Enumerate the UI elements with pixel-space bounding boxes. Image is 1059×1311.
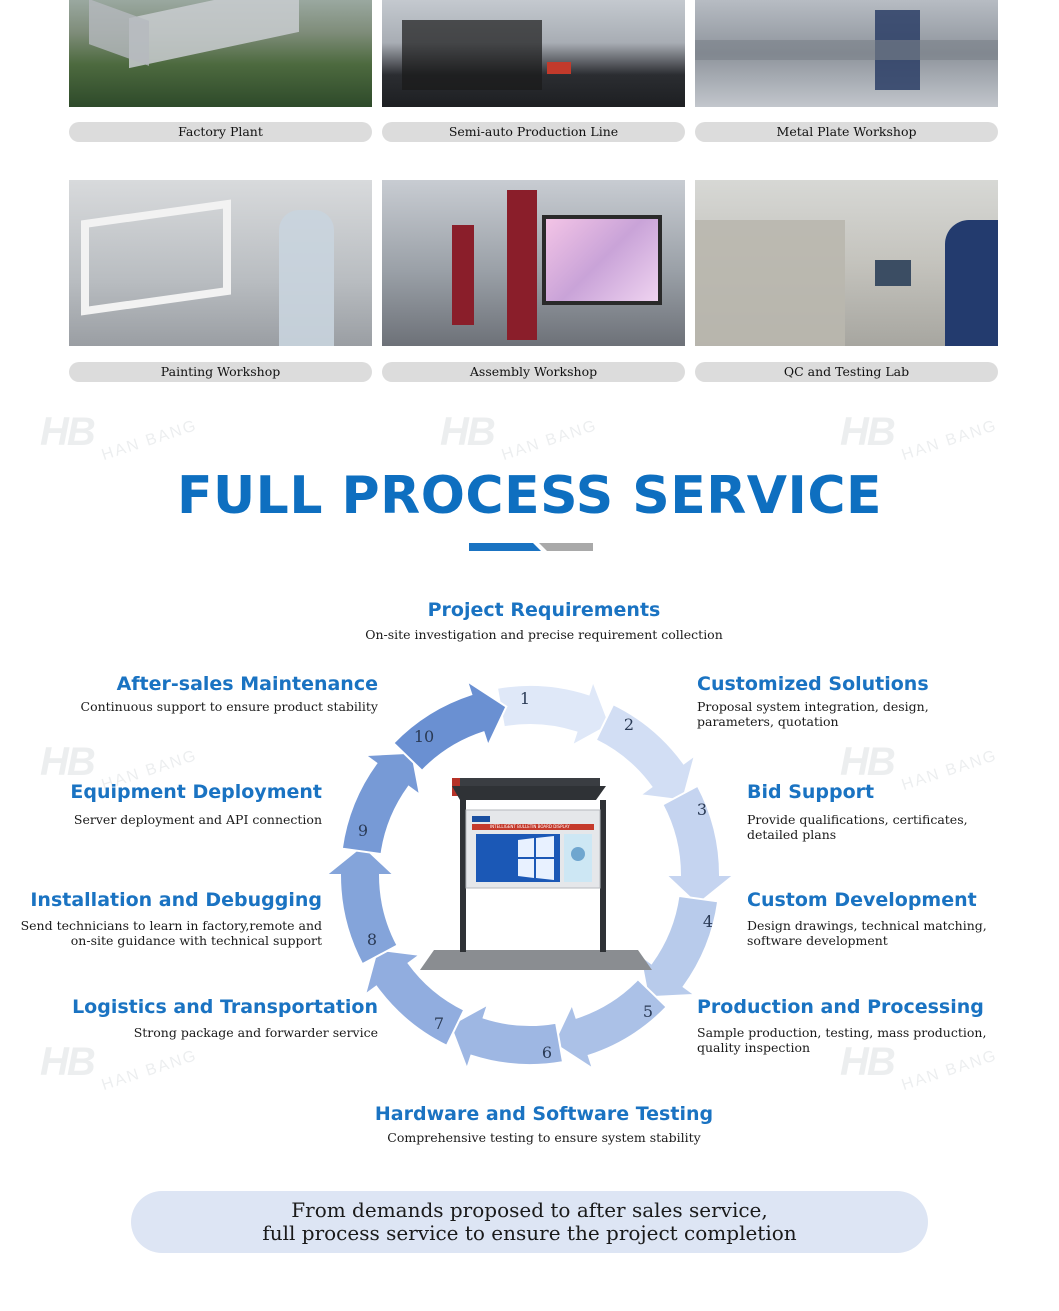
cycle-arrow-step-7 [363,948,466,1048]
caption-metal-workshop: Metal Plate Workshop [695,122,998,142]
cycle-arrows [323,677,737,1073]
step-desc-logistics-transportation: Strong package and forwarder service [133,1025,378,1040]
cycle-arrow-step-1 [495,677,612,748]
step-desc-production-processing: Sample production, testing, mass product… [697,1025,987,1055]
section-title: FULL PROCESS SERVICE [176,466,883,526]
step-title-project-requirements: Project Requirements [427,599,661,621]
cycle-arrow-step-5 [552,977,669,1072]
cycle-arrow-step-3 [661,784,737,906]
cycle-arrow-step-8 [323,844,399,966]
step-title-custom-development: Custom Development [747,889,977,911]
footer-summary: From demands proposed to after sales ser… [131,1191,928,1253]
step-number-10: 10 [413,727,435,746]
cycle-arrow-step-9 [340,751,422,856]
process-cycle-diagram [323,677,737,1073]
cycle-arrow-step-2 [594,702,697,802]
testing-lab-photo [695,180,998,346]
caption-testing-lab: QC and Testing Lab [695,362,998,382]
step-title-logistics-transportation: Logistics and Transportation [72,996,378,1018]
step-title-after-sales-maintenance: After-sales Maintenance [116,673,378,695]
kiosk-screen-banner: INTELLIGENT BULLETIN BOARD DISPLAY [490,824,570,829]
footer-line-1: From demands proposed to after sales ser… [291,1198,768,1222]
step-title-bid-support: Bid Support [747,781,875,803]
metal-workshop-photo [695,0,998,107]
step-number-8: 8 [366,930,378,949]
step-desc-installation-debugging: Send technicians to learn in factory,rem… [20,918,322,948]
step-desc-bid-support: Provide qualifications, certificates, de… [747,812,968,842]
step-title-installation-debugging: Installation and Debugging [30,889,322,911]
caption-painting-workshop: Painting Workshop [69,362,372,382]
step-number-2: 2 [623,715,635,734]
factory-plant-photo [69,0,372,107]
step-desc-hardware-software-testing: Comprehensive testing to ensure system s… [387,1130,701,1145]
caption-assembly-workshop: Assembly Workshop [382,362,685,382]
step-title-equipment-deployment: Equipment Deployment [70,781,322,803]
step-title-hardware-software-testing: Hardware and Software Testing [374,1103,714,1125]
painting-workshop-photo [69,180,372,346]
cycle-arrow-step-6 [448,1002,565,1073]
caption-production-line: Semi-auto Production Line [382,122,685,142]
cycle-arrow-step-4 [638,894,720,999]
step-number-7: 7 [433,1014,445,1033]
step-number-6: 6 [541,1043,553,1062]
step-title-customized-solutions: Customized Solutions [697,673,929,695]
step-number-1: 1 [519,689,531,708]
step-desc-project-requirements: On-site investigation and precise requir… [365,627,723,642]
step-title-production-processing: Production and Processing [697,996,984,1018]
cycle-arrow-step-10 [391,678,508,773]
title-underline [469,536,593,551]
production-line-photo [382,0,685,107]
step-number-3: 3 [696,800,708,819]
step-desc-equipment-deployment: Server deployment and API connection [73,812,322,827]
step-number-4: 4 [702,912,714,931]
step-desc-customized-solutions: Proposal system integration, design, par… [697,699,929,729]
step-desc-after-sales-maintenance: Continuous support to ensure product sta… [80,699,379,714]
bulletin-kiosk-image: INTELLIGENT BULLETIN BOARD DISPLAY [420,778,652,973]
step-number-9: 9 [357,821,369,840]
assembly-workshop-photo [382,180,685,346]
step-desc-custom-development: Design drawings, technical matching, sof… [747,918,987,948]
caption-factory-plant: Factory Plant [69,122,372,142]
footer-line-2: full process service to ensure the proje… [262,1221,797,1245]
step-number-5: 5 [642,1002,654,1021]
